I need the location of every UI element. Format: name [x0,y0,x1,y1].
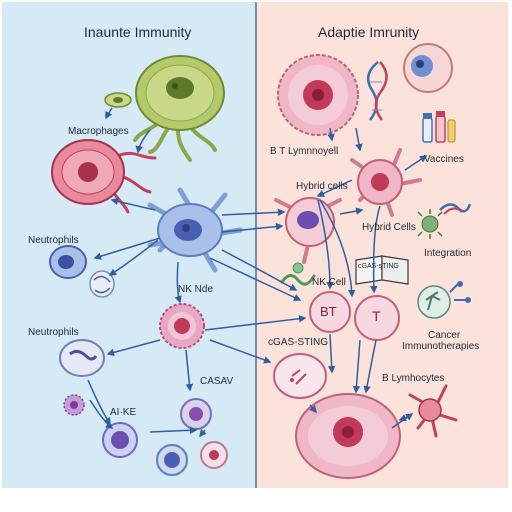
vaccine-vials-icon [422,111,456,143]
small-membrane-cell [89,270,115,298]
book-icon [355,255,409,285]
purple-granule-cell [180,398,212,430]
integration-molecule-icon [417,203,472,239]
label-casav: CASAV [200,376,234,387]
bt-cell [309,291,351,333]
neutrophil-lower-cell [59,339,105,377]
book-label: cGAS-sTING [358,263,399,270]
label-hybrid-cells: Hybrid Cells [362,222,416,233]
red-spiky-cell [408,384,458,438]
label-integration: Integration [424,248,472,259]
small-purple-cell [63,394,85,416]
label-nk-cell: NK Cell [312,277,346,288]
pink-spiky-cell [159,303,205,349]
label-b-lymhocytes: B Lymhocytes [382,373,445,384]
macrophage-green-cell [133,55,225,162]
small-green-organelle [104,92,132,108]
label-neutrophils-top: Neutrophils [28,235,79,246]
bt-cell-label: BT [320,304,337,319]
dna-helix-icon [366,61,388,121]
label-vaccines: Vaccines [424,154,464,165]
large-pink-cell [295,393,401,479]
pink-dendritic-cell [350,148,422,217]
t-cell-label: T [372,308,381,324]
pink-small-cell [200,441,228,469]
macrophage-red-cell [51,139,157,214]
purple-lymphocyte-cell [102,422,138,458]
neutrophil-blue-cell [49,245,87,279]
label-cgas-sting: cGAS-STING [268,337,329,348]
label-neutrophils-bottom: Neutrophils [28,327,79,338]
b-t-lymphocyte-cell [277,54,359,136]
label-aike: AI·KE [110,407,137,418]
blue-cell-top-right [403,43,453,93]
t-cell [354,295,400,341]
adaptive-immunity-title: Adaptie Imrunity [318,24,420,40]
dendritic-cell [147,187,243,273]
label-bt-lymnnoyell: B T Lymnnoyell [270,146,339,157]
label-cancer: Cancer [428,330,461,341]
label-immunotherapies: Immunotherapies [402,341,480,352]
hybrid-cell [274,197,342,264]
label-nk-nde: NK Nde [178,284,214,295]
label-macrophages: Macrophages [68,126,129,137]
antibody-cell [417,281,471,319]
label-hybrid-cells-small: Hybrid cells [296,181,348,192]
cgas-sting-cell [273,353,327,399]
arrows [87,107,428,438]
blue-lymphocyte-cell [156,444,188,476]
innate-immunity-title: Inaunte Immunity [84,24,192,40]
green-squiggle-icon [280,262,316,286]
